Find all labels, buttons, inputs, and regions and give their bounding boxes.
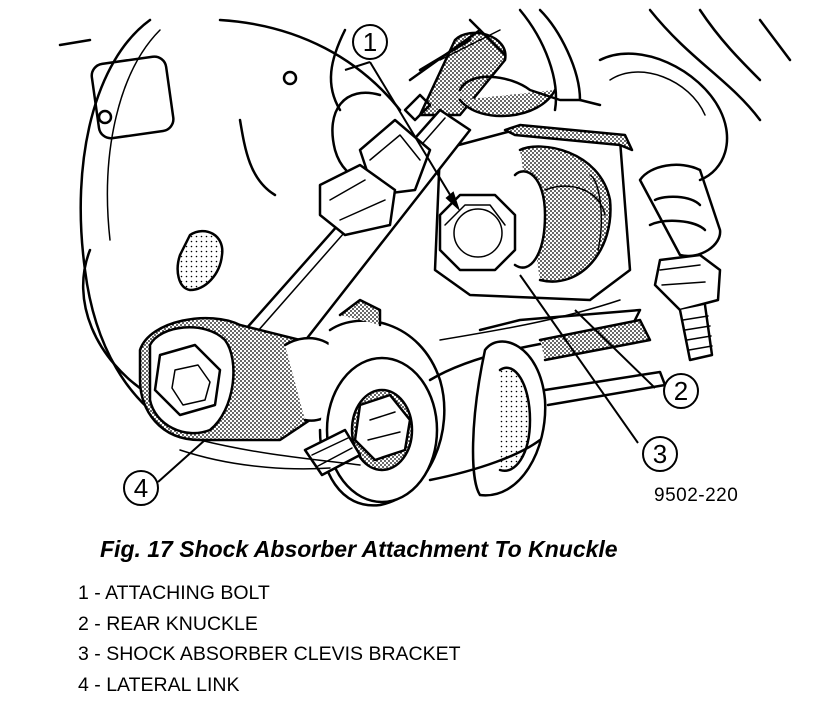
technical-illustration: 1 2 3 4 <box>0 0 816 530</box>
callout-3: 3 <box>643 437 677 471</box>
legend-number: 3 <box>78 643 89 665</box>
legend-label: ATTACHING BOLT <box>105 582 270 604</box>
callout-label: 3 <box>653 439 667 469</box>
figure-code: 9502-220 <box>654 485 738 507</box>
attaching-bolt <box>440 195 515 270</box>
callout-label: 4 <box>134 473 148 503</box>
legend-item: 2 - REAR KNUCKLE <box>78 611 461 642</box>
illustration-svg: 1 2 3 4 <box>0 0 816 530</box>
legend-label: SHOCK ABSORBER CLEVIS BRACKET <box>106 643 460 665</box>
legend-item: 4 - LATERAL LINK <box>78 672 461 702</box>
callout-1: 1 <box>353 25 387 59</box>
bushing-eye <box>305 300 444 505</box>
callout-label: 1 <box>363 27 377 57</box>
right-stud <box>640 165 720 360</box>
callout-label: 2 <box>674 376 688 406</box>
leader-line-4 <box>158 440 205 482</box>
legend-label: LATERAL LINK <box>106 674 239 696</box>
legend-label: REAR KNUCKLE <box>106 613 258 635</box>
callout-2: 2 <box>664 374 698 408</box>
legend-number: 4 <box>78 674 89 696</box>
legend-list: 1 - ATTACHING BOLT 2 - REAR KNUCKLE 3 - … <box>78 580 461 702</box>
legend-item: 3 - SHOCK ABSORBER CLEVIS BRACKET <box>78 641 461 672</box>
legend-number: 2 <box>78 613 89 635</box>
legend-number: 1 <box>78 582 89 604</box>
legend-item: 1 - ATTACHING BOLT <box>78 580 461 611</box>
figure-caption: Fig. 17 Shock Absorber Attachment To Knu… <box>100 536 618 563</box>
callout-4: 4 <box>124 471 158 505</box>
